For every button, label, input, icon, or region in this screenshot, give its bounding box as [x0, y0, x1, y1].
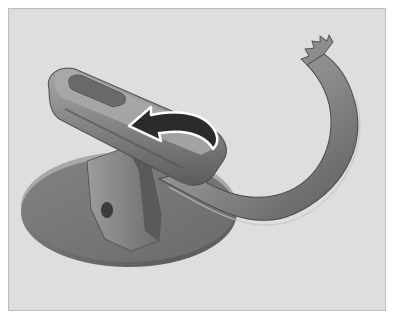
hook-latch-illustration	[9, 9, 386, 311]
mounting-hole	[101, 202, 113, 218]
illustration-frame	[8, 8, 386, 311]
